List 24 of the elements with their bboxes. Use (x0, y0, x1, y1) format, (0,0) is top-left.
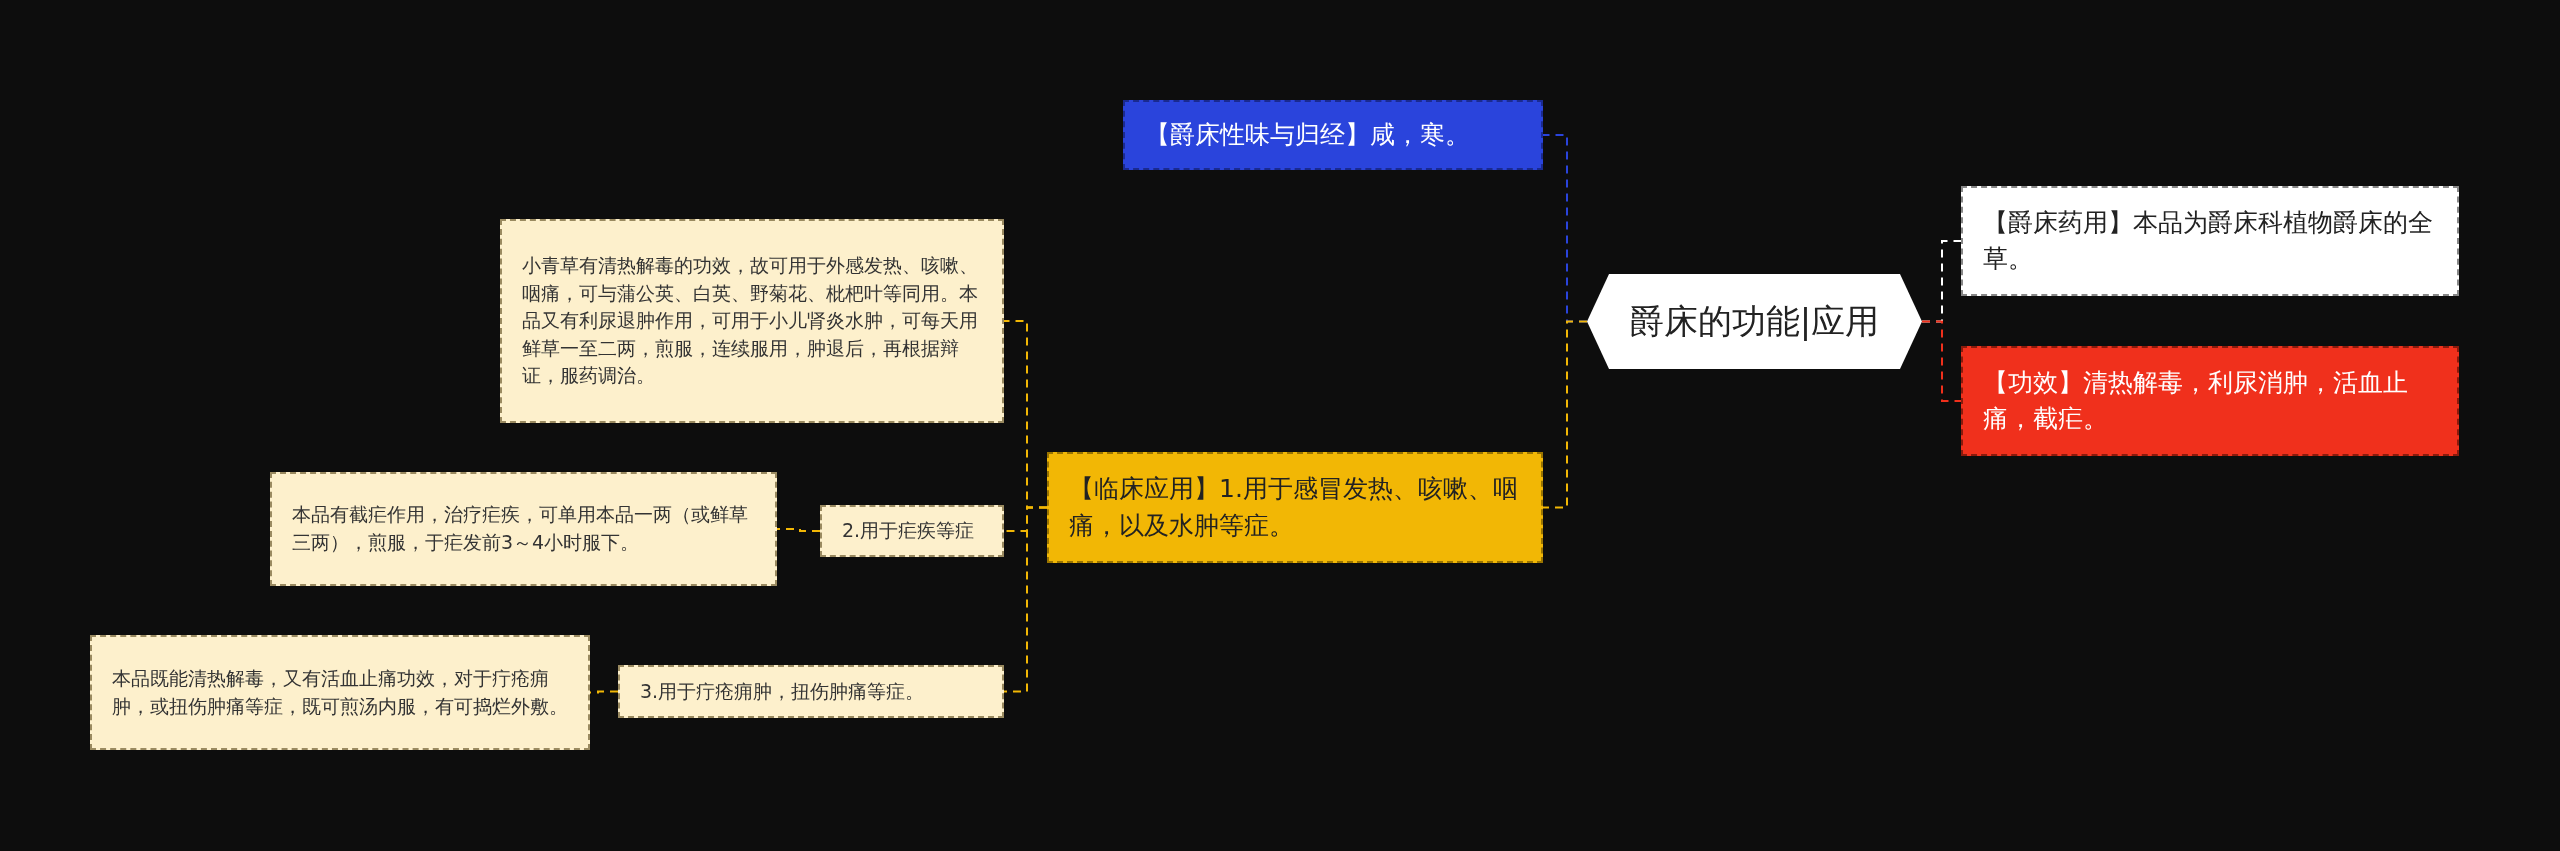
note-box (270, 472, 777, 586)
note-box (820, 505, 1004, 557)
topic-box (1961, 186, 2459, 296)
connector-line (1003, 506, 1048, 693)
node-text: 小青草有清热解毒的功效，故可用于外感发热、咳嗽、咽痛，可与蒲公英、白英、野菊花、枇杷叶等同用。本品又有利尿退肿作用，可用于小儿肾炎水肿，可每天用鲜草一至二两，煎服，连续服用，肿退后，再根据辩证，服药调治。 (522, 253, 979, 389)
topic-box (1961, 346, 2459, 456)
node-text: 爵床的功能|应用 (1629, 299, 1880, 343)
node-text: 【爵床性味与归经】咸，寒。 (1145, 118, 1470, 151)
node-text: 【爵床药用】本品为爵床科植物爵床的全草。 (1983, 206, 2434, 275)
node-text: 本品既能清热解毒，又有活血止痛功效，对于疔疮痈肿，或扭伤肿痛等症，既可煎汤内服，有可捣烂外敷。 (112, 665, 568, 719)
topic-box (1047, 452, 1543, 563)
node-text: 3.用于疔疮痈肿，扭伤肿痛等症。 (640, 678, 925, 704)
node-text: 本品有截疟作用，治疗疟疾，可单用本品一两（或鲜草三两），煎服，于疟发前3～4小时服下。 (292, 502, 749, 555)
node-text: 2.用于疟疾等症 (842, 518, 975, 544)
connector-line (776, 528, 821, 532)
note-box (618, 665, 1004, 718)
topic-box (1123, 100, 1543, 170)
node-text: 【临床应用】1.用于感冒发热、咳嗽、咽痛，以及水肿等症。 (1069, 473, 1519, 542)
connector-line (1542, 320, 1588, 509)
topic-hexagon (1587, 274, 1922, 369)
note-box (500, 219, 1004, 423)
note-box (90, 635, 590, 750)
connector-line (1921, 320, 1962, 402)
node-text: 【功效】清热解毒，利尿消肿，活血止痛，截疟。 (1983, 366, 2409, 435)
